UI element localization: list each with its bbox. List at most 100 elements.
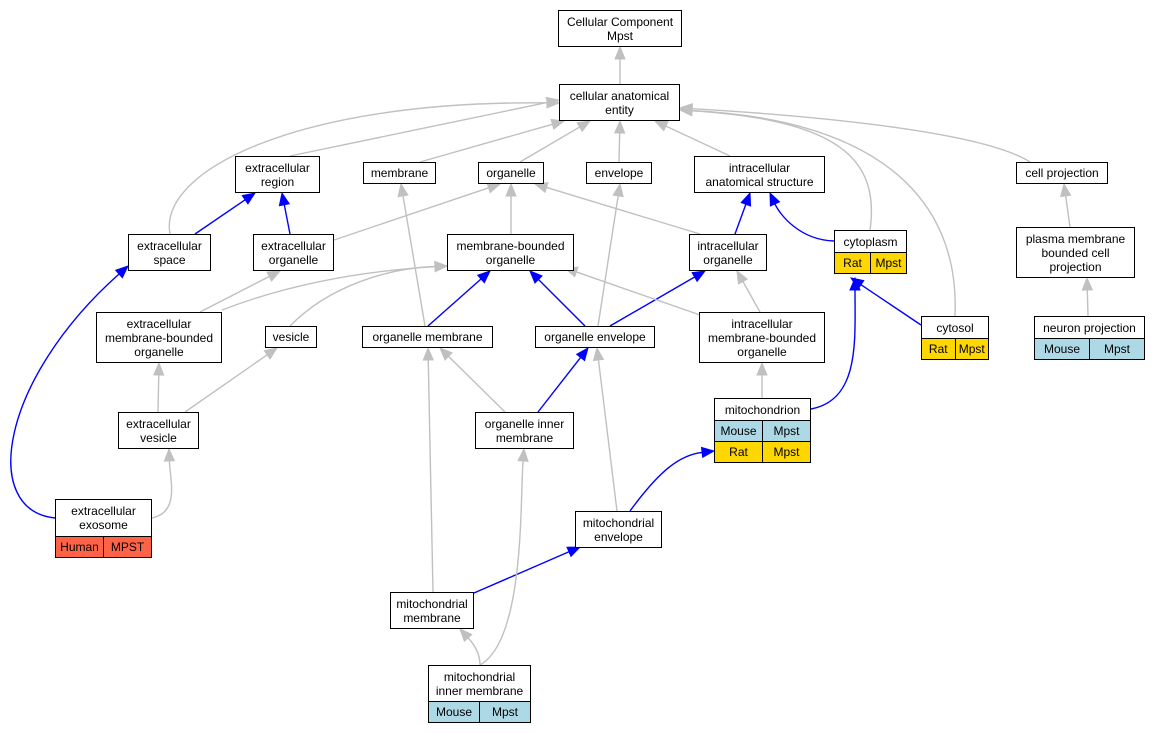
- edge-line: [691, 108, 1031, 163]
- edge-arrowhead: [278, 191, 291, 207]
- edge-organelle-inner-membrane-to-organelle-envelope: [537, 346, 589, 413]
- edge-arrowhead: [533, 182, 549, 194]
- edge-arrowhead: [612, 182, 624, 198]
- edge-arrowhead: [476, 270, 491, 284]
- edge-line: [519, 126, 580, 163]
- edge-intracellular-anatomical-structure-to-cellular-anatomical-entity: [653, 120, 731, 157]
- edge-plasma-membrane-bounded-cell-projection-to-cell-projection: [1060, 182, 1072, 228]
- edge-line: [479, 460, 524, 666]
- edge-cellular-anatomical-entity-to-cellular-component: [614, 45, 626, 84]
- species-cell: Human: [60, 540, 99, 554]
- edge-line: [157, 374, 160, 413]
- edge-intracellular-membrane-bounded-organelle-to-membrane-bounded-organelle: [563, 266, 701, 316]
- edge-line: [629, 451, 703, 512]
- node-plasma-membrane-bounded-cell-projection[interactable]: plasma membrane bounded cell projection: [1016, 227, 1135, 278]
- node-extracellular-vesicle[interactable]: extracellular vesicle: [118, 412, 199, 449]
- node-neuron-projection[interactable]: neuron projection Mouse Mpst: [1034, 316, 1145, 360]
- edge-line: [402, 195, 426, 327]
- node-cytosol[interactable]: cytosol Rat Mpst: [921, 316, 989, 360]
- node-mitochondrial-inner-membrane[interactable]: mitochondrial inner membrane Mouse Mpst: [428, 665, 531, 723]
- edge-arrowhead: [529, 270, 543, 284]
- edge-arrowhead: [700, 446, 716, 459]
- node-extracellular-membrane-bounded-organelle[interactable]: extracellular membrane-bounded organelle: [96, 312, 222, 363]
- edge-line: [151, 460, 173, 519]
- species-cell: Mouse: [435, 705, 473, 719]
- species-cell: Rat: [729, 445, 748, 459]
- node-extracellular-exosome[interactable]: extracellular exosome Human MPST: [55, 499, 152, 558]
- species-cell: Mouse: [720, 424, 757, 438]
- edge-arrowhead: [163, 447, 176, 462]
- node-extracellular-space[interactable]: extracellular space: [128, 234, 211, 271]
- node-cell-projection[interactable]: cell projection: [1016, 162, 1108, 184]
- edge-arrowhead: [756, 361, 768, 376]
- edge-arrowhead: [566, 546, 582, 558]
- edge-mitochondrial-membrane-to-organelle-membrane: [422, 346, 435, 593]
- edge-arrowhead: [397, 182, 409, 198]
- edge-arrowhead: [434, 260, 449, 273]
- annotation-row-rat: Rat Mpst: [835, 252, 906, 273]
- node-mitochondrion[interactable]: mitochondrion Mouse Mpst Rat Mpst: [714, 398, 811, 463]
- edge-extracellular-organelle-to-organelle: [333, 182, 502, 241]
- edge-arrowhead: [576, 120, 592, 133]
- edge-line: [289, 265, 436, 327]
- gene-cell: Mpst: [1089, 339, 1144, 359]
- node-label: neuron projection: [1043, 320, 1136, 335]
- edge-line: [609, 276, 695, 327]
- node-extracellular-region[interactable]: extracellular region: [235, 156, 320, 193]
- node-organelle-membrane[interactable]: organelle membrane: [362, 326, 493, 348]
- edge-arrowhead: [736, 269, 749, 285]
- node-label: membrane-bounded organelle: [456, 238, 565, 267]
- edge-line: [221, 266, 436, 311]
- node-mitochondrial-envelope[interactable]: mitochondrial envelope: [575, 511, 662, 548]
- node-label: vesicle: [272, 330, 310, 344]
- node-label: organelle inner membrane: [484, 416, 565, 445]
- node-intracellular-anatomical-structure[interactable]: intracellular anatomical structure: [694, 156, 825, 193]
- node-label: organelle envelope: [544, 330, 646, 344]
- edge-arrowhead: [550, 118, 566, 130]
- gene-cell: Mpst: [762, 421, 810, 441]
- node-extracellular-organelle[interactable]: extracellular organelle: [253, 234, 334, 271]
- edge-arrowhead: [678, 102, 693, 115]
- edge-arrowhead: [614, 45, 626, 60]
- annotation-row-rat: Rat Mpst: [715, 441, 810, 462]
- edge-mitochondrial-envelope-to-organelle-envelope: [592, 346, 618, 512]
- edge-arrowhead: [575, 346, 589, 362]
- edge-extracellular-vesicle-to-vesicle: [184, 347, 279, 413]
- edge-arrowhead: [691, 270, 707, 283]
- edge-line: [774, 203, 835, 242]
- node-label: intracellular organelle: [697, 238, 759, 267]
- edge-arrowhead: [422, 346, 435, 361]
- edge-neuron-projection-to-plasma-membrane-bounded-cell-projection: [1081, 276, 1094, 317]
- node-cellular-anatomical-entity[interactable]: cellular anatomical entity: [559, 84, 680, 121]
- node-mitochondrial-membrane[interactable]: mitochondrial membrane: [390, 592, 474, 629]
- edge-vesicle-to-membrane-bounded-organelle: [289, 260, 449, 327]
- species-cell: Rat: [928, 342, 948, 356]
- edge-arrowhead: [740, 191, 752, 207]
- edge-organelle-envelope-to-membrane-bounded-organelle: [529, 270, 586, 327]
- gene-cell: Mpst: [870, 253, 906, 273]
- node-membrane-bounded-organelle[interactable]: membrane-bounded organelle: [447, 234, 574, 271]
- node-label: cytoplasm: [843, 234, 898, 249]
- node-intracellular-organelle[interactable]: intracellular organelle: [689, 234, 767, 271]
- edge-arrowhead: [459, 628, 473, 643]
- species-cell: Mouse: [1043, 342, 1081, 356]
- node-label: intracellular anatomical structure: [705, 160, 814, 189]
- node-cellular-component[interactable]: Cellular Component Mpst: [558, 10, 682, 47]
- edge-line: [289, 101, 548, 157]
- edge-line: [537, 357, 582, 413]
- node-organelle[interactable]: organelle: [478, 162, 544, 184]
- node-envelope[interactable]: envelope: [586, 162, 652, 184]
- node-organelle-inner-membrane[interactable]: organelle inner membrane: [475, 412, 574, 449]
- edge-arrowhead: [653, 120, 669, 132]
- edge-intracellular-organelle-to-intracellular-anatomical-structure: [734, 191, 752, 235]
- node-membrane[interactable]: membrane: [363, 162, 436, 184]
- node-label: cellular anatomical entity: [569, 88, 670, 117]
- node-cytoplasm[interactable]: cytoplasm Rat Mpst: [834, 230, 907, 274]
- edge-membrane-to-cellular-anatomical-entity: [419, 118, 566, 163]
- edge-extracellular-space-to-extracellular-region: [194, 192, 257, 235]
- node-intracellular-membrane-bounded-organelle[interactable]: intracellular membrane-bounded organelle: [699, 312, 825, 363]
- edge-line: [199, 275, 270, 313]
- node-vesicle[interactable]: vesicle: [265, 326, 317, 348]
- node-organelle-envelope[interactable]: organelle envelope: [535, 326, 655, 348]
